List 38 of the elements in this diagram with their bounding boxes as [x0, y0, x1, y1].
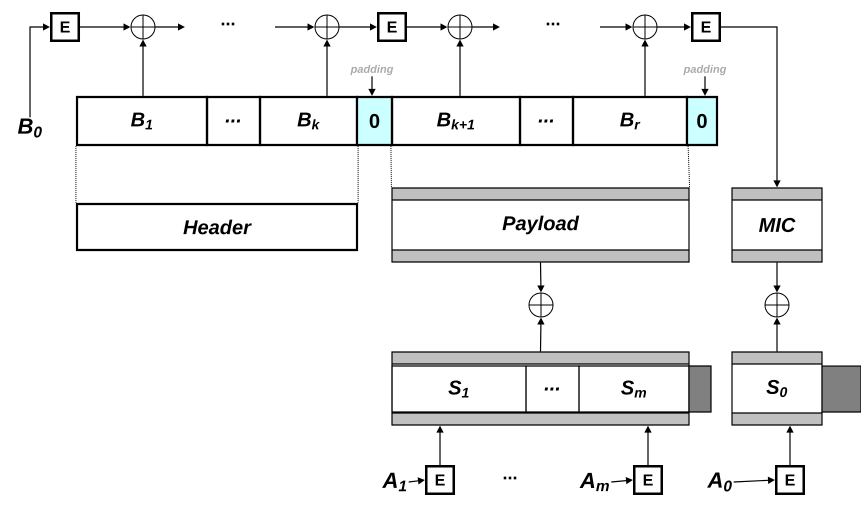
banded-box: S$_{0}$ [731, 351, 823, 426]
encryption-box: E [691, 12, 721, 42]
padding-cell: 0 [686, 96, 718, 146]
xor-symbol [130, 14, 156, 40]
banded-box: Payload [391, 187, 690, 263]
dotted-line [688, 146, 690, 188]
xor-symbol [764, 292, 790, 318]
dotted-line [390, 146, 392, 188]
padding-cell: 0 [356, 96, 394, 146]
dotted-line [358, 146, 359, 204]
encryption-box: E [633, 465, 663, 495]
keystream-cell: S$_{1}$ [391, 365, 527, 413]
variable-label: A$_{m}$ [580, 472, 609, 492]
ellipsis: ... [222, 22, 234, 26]
block-cell: ... [518, 96, 574, 146]
block-cell: B$_{1}$ [76, 96, 208, 146]
padding-label: padding [350, 64, 394, 76]
variable-label: A$_{0}$ [707, 472, 732, 492]
xor-symbol [447, 14, 473, 40]
block-cell: B$_{k+1}$ [390, 96, 522, 146]
encryption-box: E [377, 12, 407, 42]
header-box: Header [76, 202, 358, 252]
banded-box: MIC [731, 187, 823, 263]
variable-label: B$_{0}$ [18, 118, 42, 138]
encryption-box: E [50, 12, 80, 42]
block-cell: ... [206, 96, 262, 146]
dotted-line [75, 146, 76, 204]
encryption-box: E [425, 465, 455, 495]
ellipsis: ... [504, 476, 516, 480]
keystream-bar [391, 351, 690, 426]
encryption-box: E [775, 465, 805, 495]
ellipsis: ... [546, 22, 560, 26]
variable-label: A$_{1}$ [382, 472, 406, 492]
xor-symbol [528, 292, 554, 318]
padding-label: padding [683, 64, 726, 76]
keystream-cell: ... [525, 365, 580, 413]
xor-symbol [314, 14, 340, 40]
xor-symbol [632, 14, 658, 40]
